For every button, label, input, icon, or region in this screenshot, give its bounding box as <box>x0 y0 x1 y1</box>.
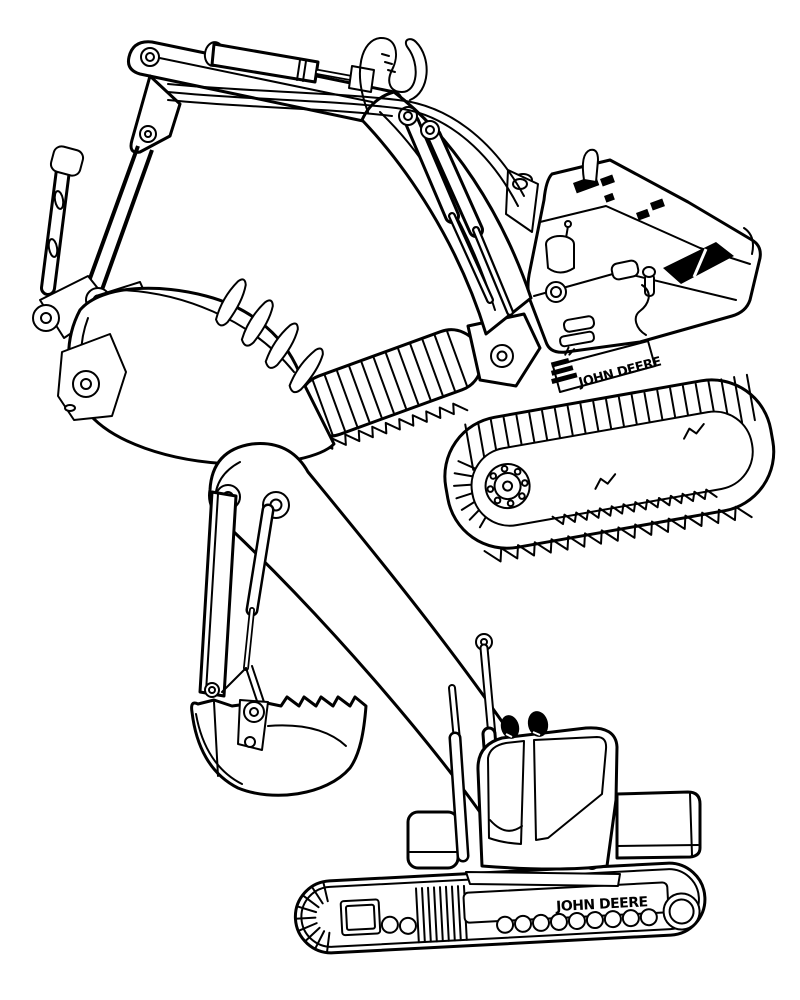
lower-bucket-cylinder <box>221 503 275 705</box>
upper-excavator: JOHN DEERE <box>32 36 776 563</box>
hydraulic-filler-cap <box>545 220 575 303</box>
handrail <box>743 227 754 255</box>
upper-bucket <box>57 278 336 466</box>
upper-brand-plate: JOHN DEERE <box>550 340 663 393</box>
deere-logo <box>550 346 578 385</box>
black-stripe-decal <box>663 242 734 284</box>
drive-sprocket <box>484 463 531 510</box>
roof-lights <box>500 711 549 739</box>
boom-foot-bracket <box>466 312 542 388</box>
stick-cylinder <box>203 41 375 93</box>
lower-stick <box>198 490 238 698</box>
cab <box>476 726 619 871</box>
hose-curl <box>634 284 650 336</box>
engine-hood <box>615 790 702 860</box>
idler-wheel <box>662 892 701 931</box>
track-end-ribs <box>294 880 331 954</box>
hose-loop <box>359 36 428 113</box>
upper-near-track <box>443 373 776 563</box>
exhaust-stack <box>581 148 599 183</box>
track-mid-ribs <box>415 884 468 944</box>
upper-house <box>513 148 762 354</box>
track-rollers <box>496 908 658 934</box>
front-window <box>487 740 525 845</box>
bucket-teeth <box>215 278 324 394</box>
boom-lift-cylinders <box>398 106 514 316</box>
counterweight <box>406 810 460 870</box>
lower-bucket <box>190 695 368 797</box>
swing-base <box>465 871 621 887</box>
lower-brand-text: JOHN DEERE <box>555 894 648 915</box>
lower-excavator: JOHN DEERE <box>190 442 707 955</box>
hydraulic-hoses <box>167 36 525 207</box>
upper-far-track <box>297 328 484 450</box>
side-window <box>533 736 608 841</box>
